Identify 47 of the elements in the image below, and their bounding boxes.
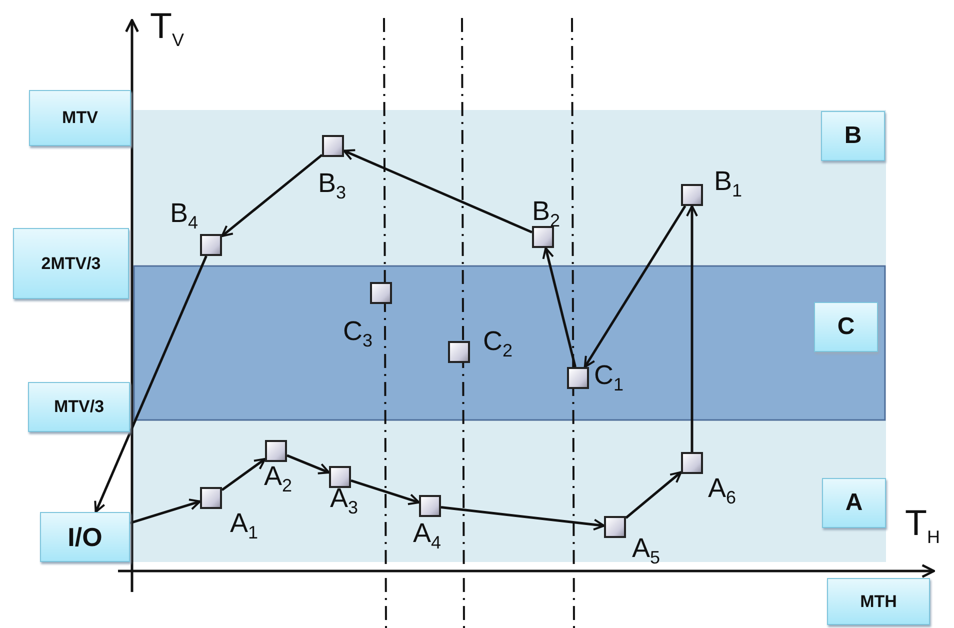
arrow xyxy=(584,205,686,368)
point-label: B$_{4}$ xyxy=(170,200,198,232)
state-marker xyxy=(265,440,287,462)
state-marker xyxy=(370,282,392,304)
point-label: A$_{1}$ xyxy=(230,510,258,542)
arrow xyxy=(286,454,330,474)
level-label: A xyxy=(822,478,886,528)
point-label: B$_{3}$ xyxy=(318,170,346,202)
point-label: A$_{3}$ xyxy=(330,485,358,516)
point-label: A$_{5}$ xyxy=(632,535,660,566)
state-marker xyxy=(681,184,703,206)
state-marker xyxy=(532,226,554,248)
state-marker xyxy=(448,341,470,363)
point-label: A$_{4}$ xyxy=(413,520,442,552)
level-label: MTH xyxy=(827,578,930,625)
arrow xyxy=(686,205,698,452)
arrow xyxy=(343,149,532,234)
state-marker xyxy=(419,495,441,517)
arrow xyxy=(542,247,576,368)
axis-title: T$_{V}$ xyxy=(150,8,184,50)
state-marker xyxy=(604,516,626,538)
level-label: MTV xyxy=(29,90,131,146)
point-label: C$_{1}$ xyxy=(594,362,624,394)
state-marker xyxy=(681,452,703,474)
axis-title: T$_{H}$ xyxy=(905,505,940,546)
arrow xyxy=(625,471,682,519)
state-marker xyxy=(200,234,222,256)
arrow xyxy=(221,458,266,492)
level-label: I/O xyxy=(40,512,130,562)
point-label: C$_{3}$ xyxy=(343,318,373,350)
arrow xyxy=(94,256,208,513)
point-label: B$_{1}$ xyxy=(714,168,742,200)
arrow xyxy=(221,154,323,238)
level-label: C xyxy=(814,302,878,352)
level-label: MTV/3 xyxy=(28,382,130,432)
arrow xyxy=(350,479,420,506)
level-label: 2MTV/3 xyxy=(13,228,129,299)
state-marker xyxy=(567,367,589,389)
state-marker xyxy=(329,466,351,488)
state-marker xyxy=(200,487,222,509)
point-label: C$_{2}$ xyxy=(483,328,513,360)
state-marker xyxy=(322,135,344,157)
point-label: B$_{2}$ xyxy=(532,198,560,230)
level-label: B xyxy=(821,111,885,161)
point-label: A$_{2}$ xyxy=(264,463,292,494)
point-label: A$_{6}$ xyxy=(708,475,736,506)
arrow xyxy=(440,506,605,531)
